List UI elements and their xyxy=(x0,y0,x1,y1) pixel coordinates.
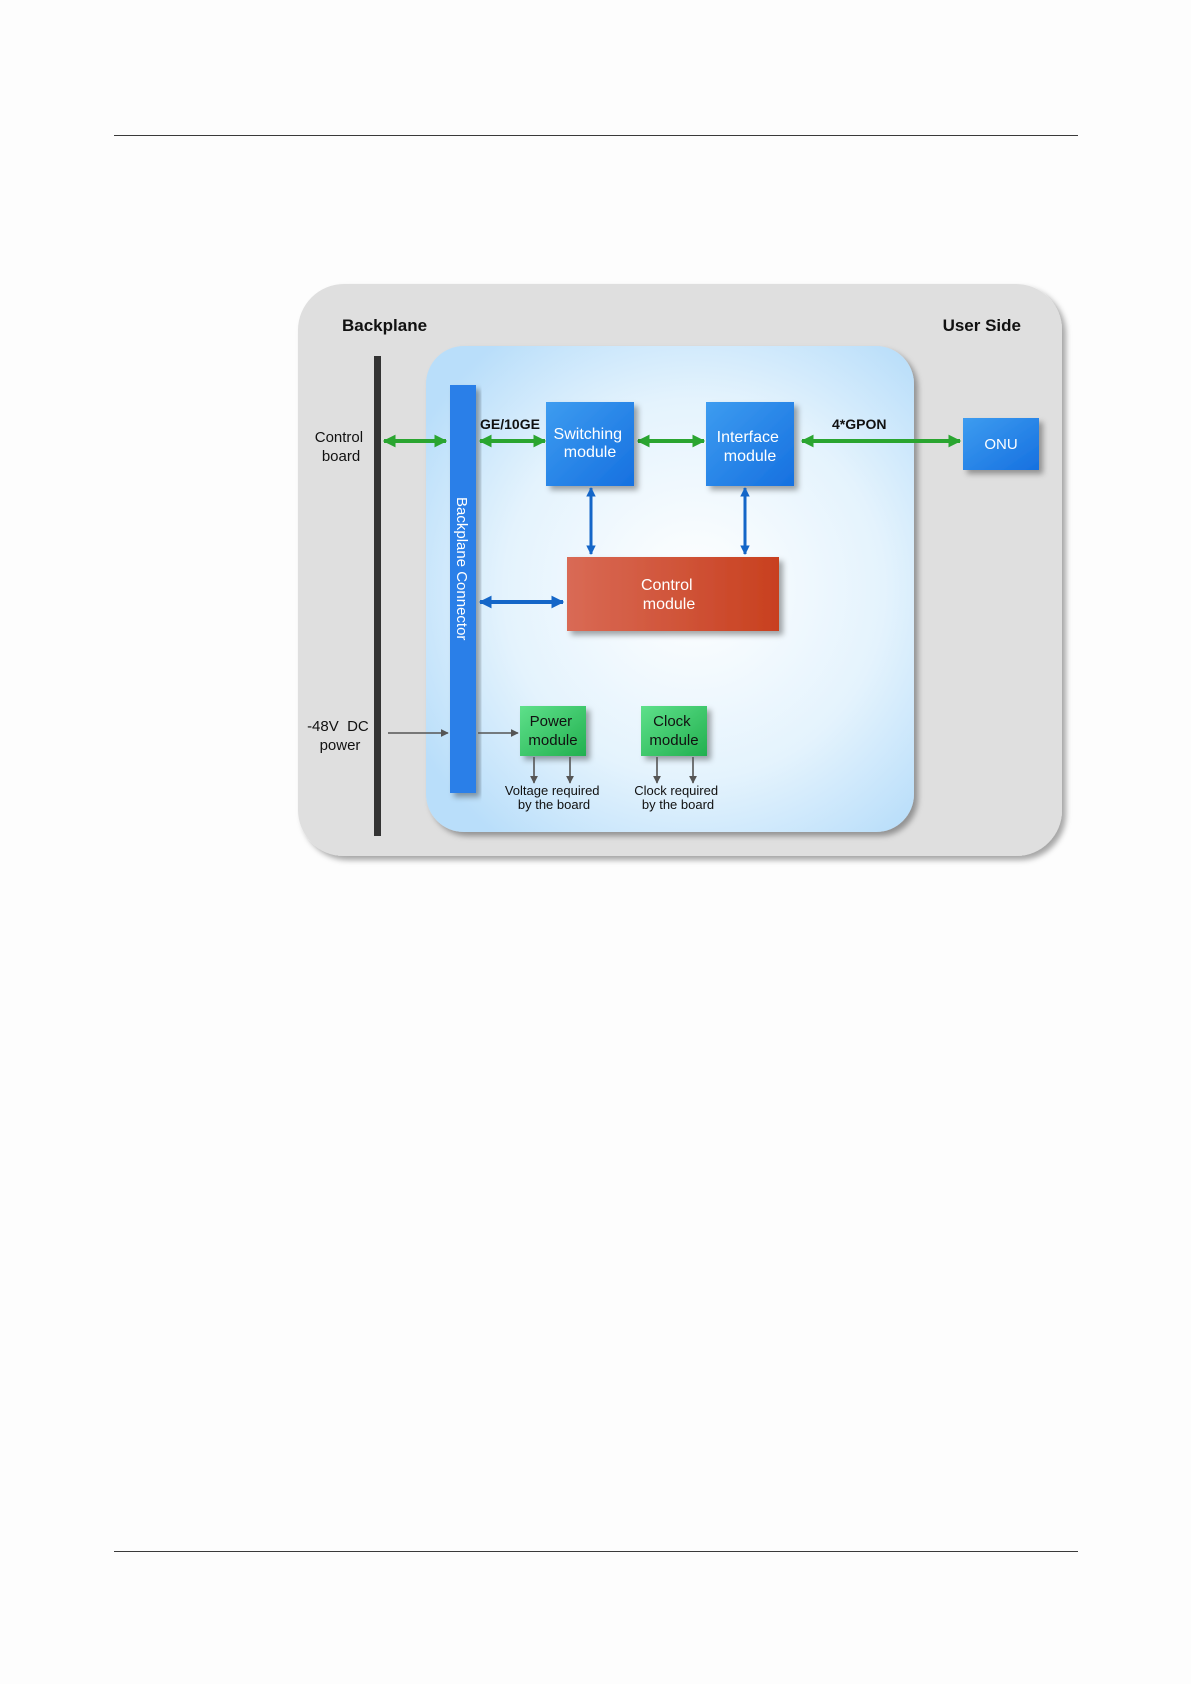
clock-module-line-2: module xyxy=(649,732,698,749)
dc-power-line-2: power xyxy=(320,737,361,754)
backplane-label: Backplane xyxy=(342,316,427,335)
control-board-line-2: board xyxy=(322,448,360,465)
user-side-label: User Side xyxy=(943,316,1021,335)
clock-note-line-2: by the board xyxy=(642,797,714,812)
clock-note-line-1: Clock required xyxy=(634,783,718,798)
control-module-line-2: module xyxy=(643,596,696,613)
gpon-link-label: 4*GPON xyxy=(832,416,886,432)
backplane-connector-label: Backplane Connector xyxy=(453,497,470,640)
control-board-line-1: Control xyxy=(315,429,363,446)
dc-power-line-1: -48V DC xyxy=(307,718,369,735)
power-module-line-1: Power xyxy=(530,713,573,730)
voltage-note-line-1: Voltage required xyxy=(505,783,600,798)
clock-module-line-1: Clock xyxy=(653,713,691,730)
interface-module-line-2: module xyxy=(724,448,777,465)
voltage-note: Voltage required by the board xyxy=(505,783,603,812)
power-module-line-2: module xyxy=(528,732,577,749)
onu-label: ONU xyxy=(984,436,1017,453)
voltage-note-line-2: by the board xyxy=(518,797,590,812)
interface-module-line-1: Interface xyxy=(717,429,779,446)
backplane-bar xyxy=(374,356,381,836)
control-module xyxy=(567,557,779,631)
switching-module-line-2: module xyxy=(564,444,617,461)
ge-link-label: GE/10GE xyxy=(480,416,540,432)
switching-module-line-1: Switching xyxy=(554,426,622,443)
control-module-line-1: Control xyxy=(641,577,693,594)
switching-module-label: Switching module xyxy=(554,426,627,461)
clock-note: Clock required by the board xyxy=(634,783,721,812)
